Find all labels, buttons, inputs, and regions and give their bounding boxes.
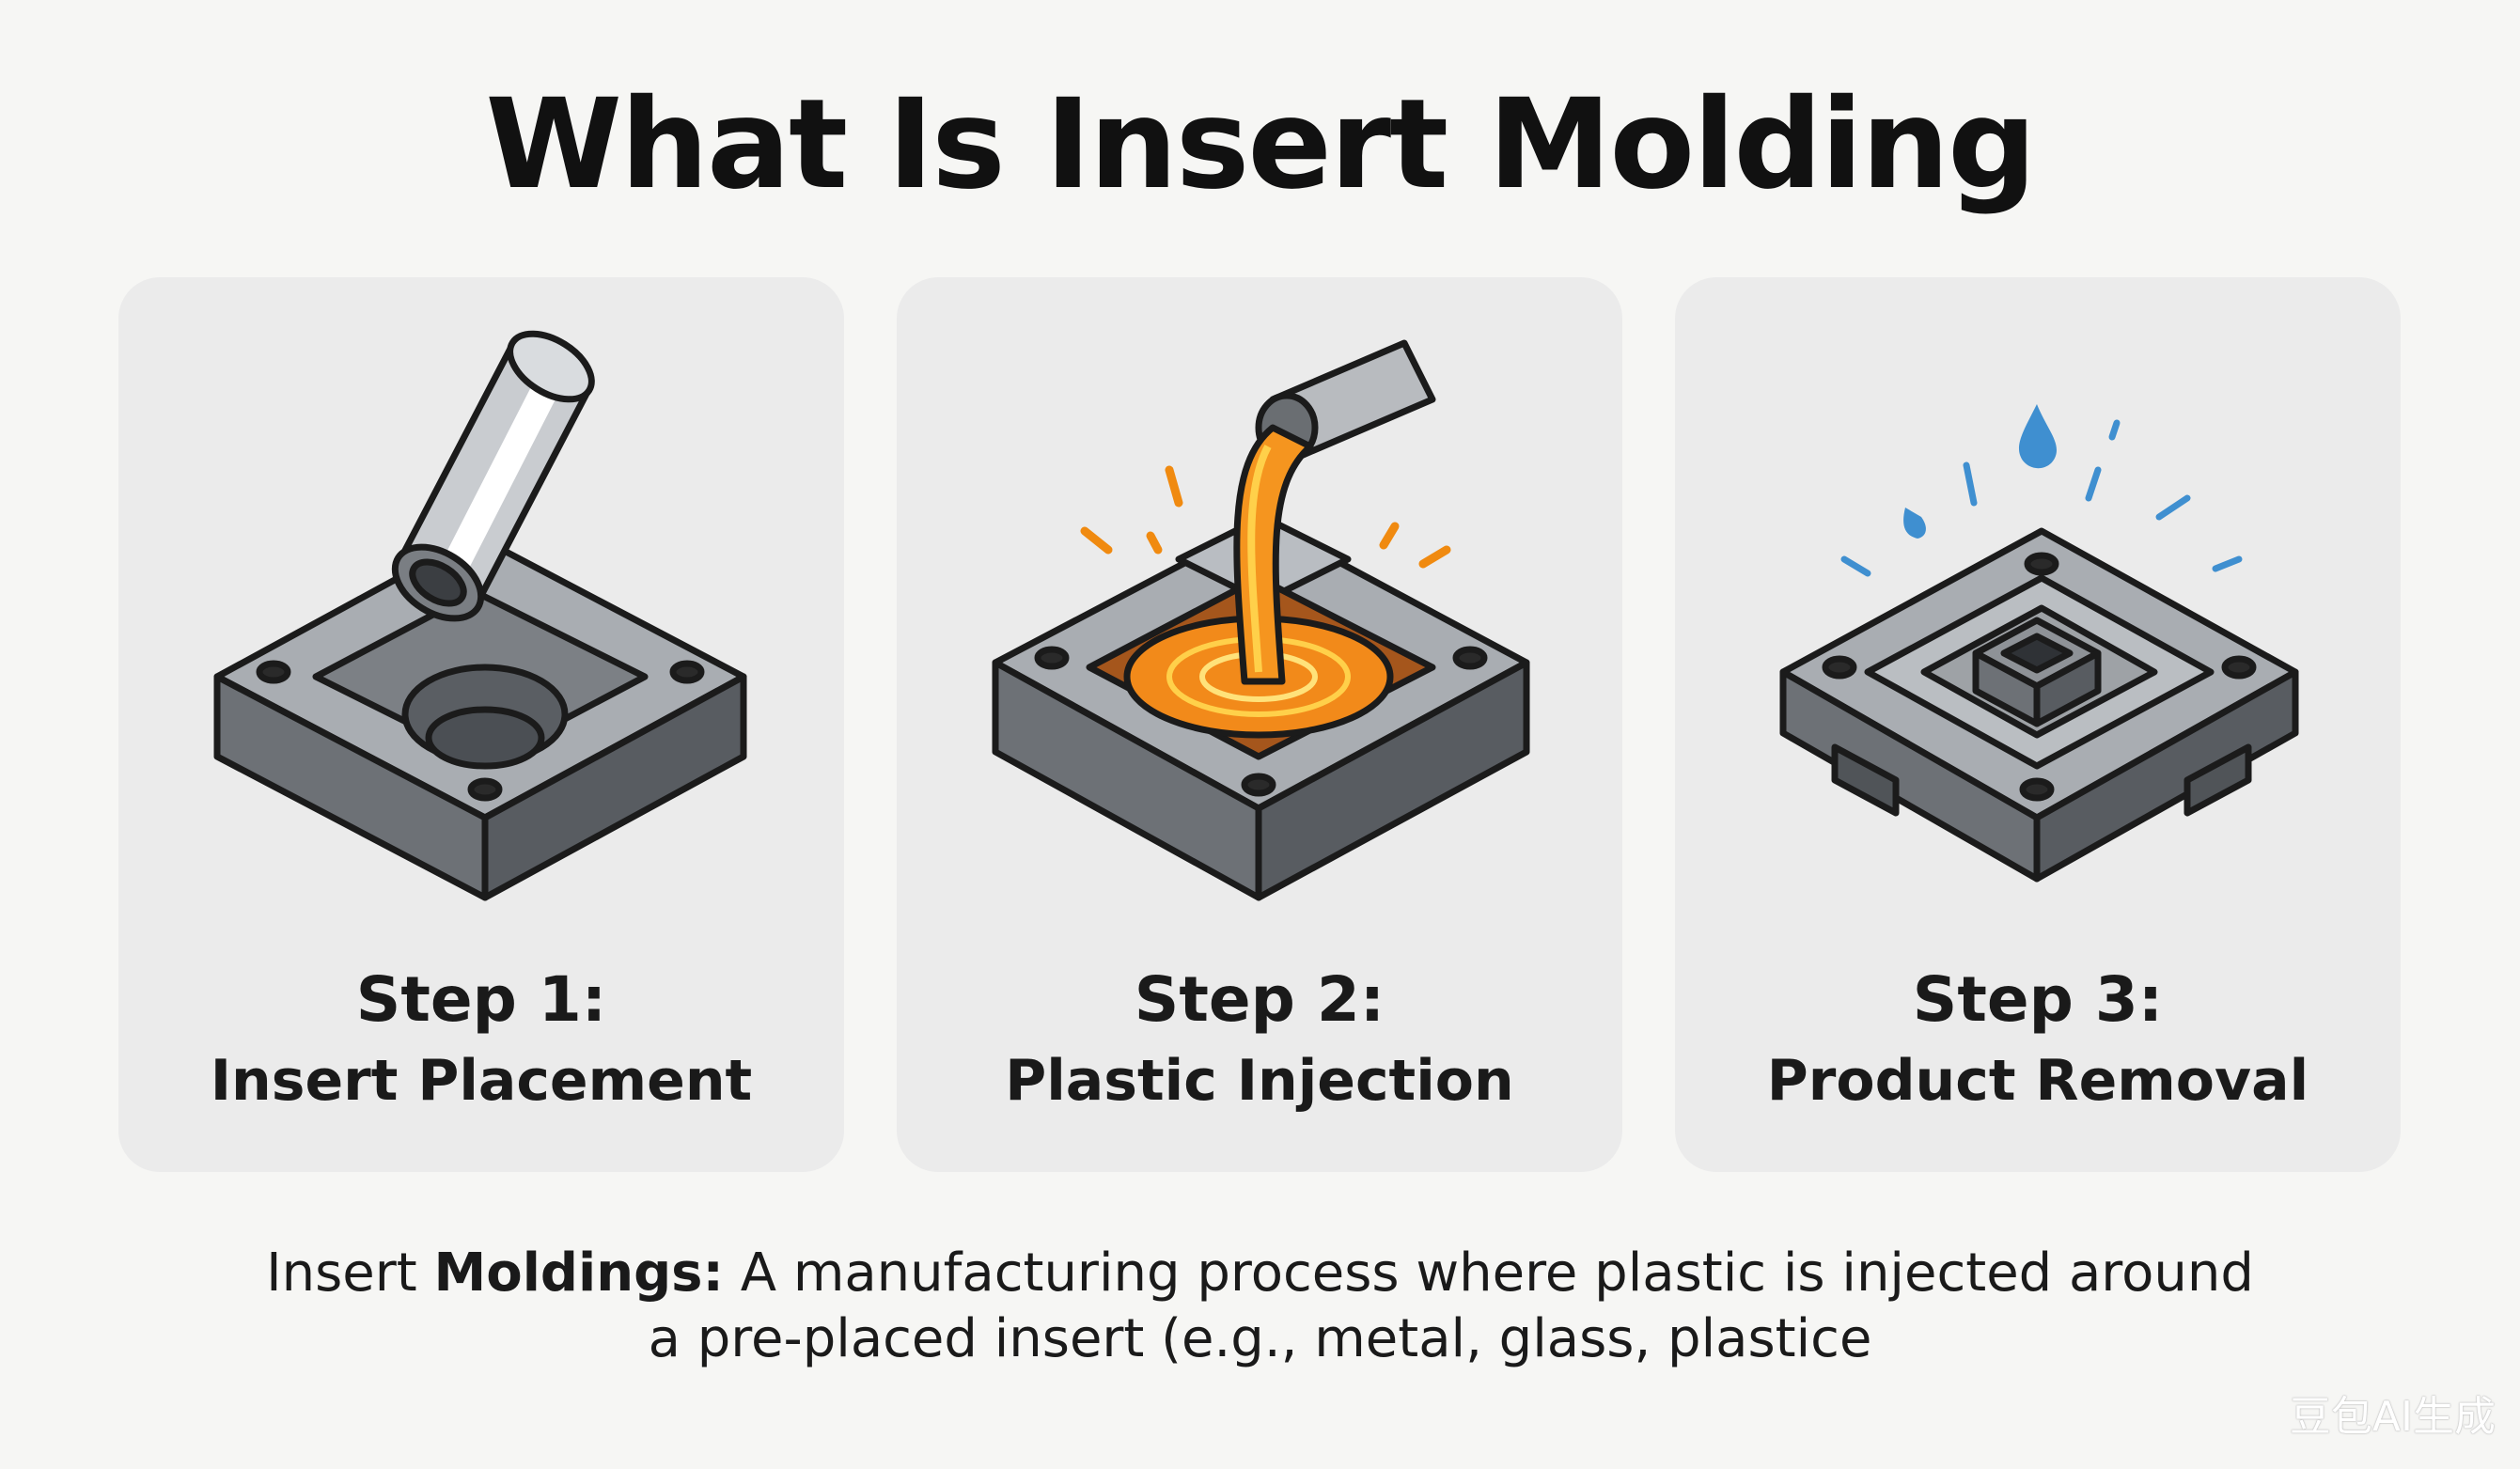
step-number: Step 3: (1912, 963, 2164, 1036)
step-label: Product Removal (1766, 1048, 2309, 1114)
step-card-2: Step 2: Plastic Injection (897, 277, 1622, 1172)
caption-definition: A manufacturing process where plastic is… (740, 1242, 2254, 1304)
caption-line-1: Insert Moldings: A manufacturing process… (0, 1241, 2520, 1306)
mold-with-insert-illustration (213, 330, 747, 901)
watermark: 豆包AI生成 (2289, 1393, 2496, 1441)
step-card-1: Step 1: Insert Placement (118, 277, 844, 1172)
caption-word: Insert (266, 1242, 417, 1304)
step-label: Plastic Injection (1005, 1048, 1514, 1114)
step-number: Step 1: (355, 963, 607, 1036)
plastic-injection-illustration (992, 339, 1530, 901)
step-number: Step 2: (1134, 963, 1385, 1036)
page-title: What Is Insert Molding (485, 72, 2036, 217)
caption-line-2: a pre-placed insert (e.g., metal, glass,… (648, 1308, 1872, 1369)
step-label: Insert Placement (210, 1048, 753, 1114)
caption-term: Moldings: (433, 1242, 724, 1304)
definition-caption: Insert Moldings: A manufacturing process… (0, 1241, 2520, 1372)
step-card-3: Step 3: Product Removal (1675, 277, 2401, 1172)
product-removal-illustration (1779, 404, 2299, 883)
